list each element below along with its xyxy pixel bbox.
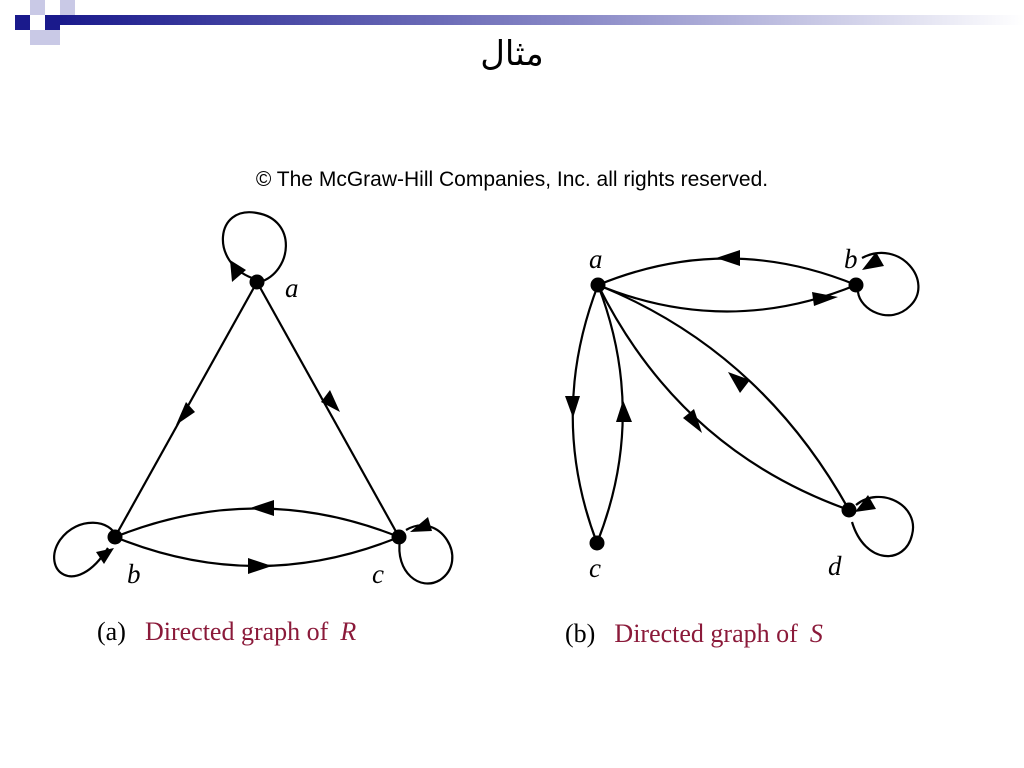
caption-r-var: R — [339, 617, 356, 646]
edge-s-a-c — [571, 284, 600, 544]
node-label-s-c: c — [589, 553, 601, 583]
caption-r-prefix: (a) — [97, 617, 126, 646]
edge-r-c-a — [256, 281, 400, 538]
node-label-s-b: b — [844, 244, 858, 274]
edge-s-b-a — [597, 257, 857, 287]
node-label-r-c: c — [372, 559, 384, 589]
node-label-s-a: a — [589, 244, 603, 274]
caption-r-text: Directed graph of — [145, 617, 329, 646]
header-gradient-bar — [60, 15, 1024, 25]
edge-s-b-b — [856, 251, 920, 317]
header-square — [15, 15, 30, 30]
header-square — [30, 0, 45, 15]
arrowhead-r-a-a — [230, 260, 246, 282]
slide-title: مثال — [480, 34, 544, 74]
arrowhead-r-a-b — [176, 402, 195, 425]
arrowhead-s-a-d — [683, 409, 702, 433]
header-square — [30, 30, 45, 45]
node-s-c — [589, 535, 605, 551]
arrowhead-s-d-a — [728, 372, 750, 393]
arrowhead-s-c-a — [616, 400, 632, 422]
graph-r: a b c (a) Directed graph of R — [53, 211, 454, 646]
edge-r-a-a — [221, 211, 287, 284]
node-r-a — [249, 274, 265, 290]
arrowhead-s-b-b — [862, 252, 884, 270]
graph-s: a b c d (b) Directed graph of S — [565, 244, 920, 648]
node-label-r-b: b — [127, 559, 141, 589]
copyright-notice: © The McGraw-Hill Companies, Inc. all ri… — [255, 168, 769, 191]
arrowhead-r-b-b — [96, 548, 114, 564]
caption-s-var: S — [810, 619, 823, 648]
edge-r-b-b — [53, 521, 118, 578]
edge-s-a-d — [597, 284, 850, 512]
node-label-s-d: d — [828, 551, 842, 581]
header-square — [45, 15, 60, 30]
caption-s-prefix: (b) — [565, 619, 595, 648]
arrowhead-s-b-a — [716, 250, 740, 266]
caption-s: (b) Directed graph of S — [565, 619, 823, 648]
node-s-d — [841, 502, 857, 518]
header-square — [60, 0, 75, 15]
edge-s-d-d — [850, 495, 915, 558]
arrowhead-r-b-c — [248, 558, 272, 574]
arrowhead-s-a-b — [812, 292, 838, 306]
arrowhead-r-c-a — [321, 390, 340, 412]
header-decoration — [15, 0, 1024, 45]
arrowhead-s-d-d — [855, 495, 876, 512]
edge-r-c-c — [398, 524, 454, 585]
node-s-a — [590, 277, 606, 293]
edge-r-c-b — [114, 507, 400, 539]
node-label-r-a: a — [285, 273, 299, 303]
node-s-b — [848, 277, 864, 293]
node-r-b — [107, 529, 123, 545]
node-r-c — [391, 529, 407, 545]
caption-r: (a) Directed graph of R — [97, 617, 356, 646]
caption-s-text: Directed graph of — [614, 619, 798, 648]
edge-s-d-a — [597, 283, 850, 511]
arrowhead-r-c-c — [410, 517, 432, 532]
arrowhead-s-a-c — [565, 396, 580, 418]
arrowhead-r-c-b — [250, 500, 274, 516]
header-square — [45, 30, 60, 45]
